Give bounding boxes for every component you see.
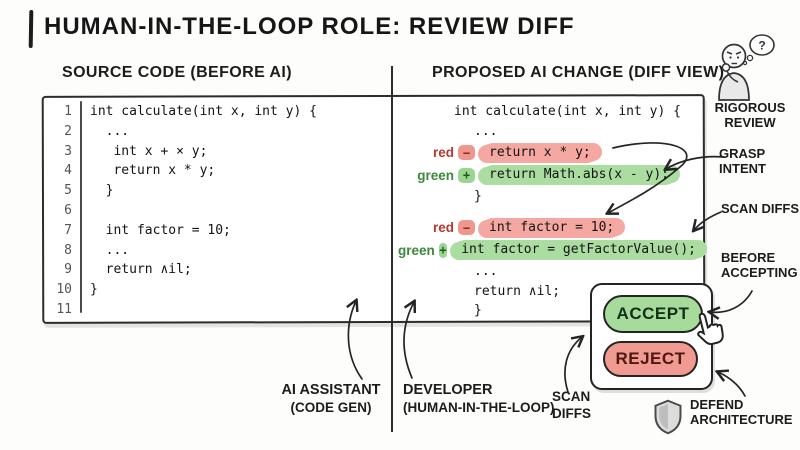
line-number-separator <box>80 101 82 313</box>
minus-icon: − <box>458 145 475 161</box>
note-defend-architecture: DEFEND ARCHITECTURE <box>690 397 793 427</box>
code-line <box>90 201 317 221</box>
thinking-person-icon: ? <box>718 34 775 101</box>
thought-bubble <box>749 34 775 56</box>
code-line: int calculate(int x, int y) { <box>454 104 681 119</box>
code-line: } <box>90 183 114 199</box>
shield-icon <box>654 399 682 435</box>
diff-label: red <box>432 145 454 161</box>
label-ai-assistant: AI ASSISTANT (CODE GEN) <box>281 382 381 415</box>
panel-divider <box>391 66 393 432</box>
review-panel: ACCEPT REJECT <box>590 283 713 390</box>
line-number: 6 <box>64 202 72 218</box>
line-number: 10 <box>56 282 72 298</box>
line-number: 1 <box>64 104 72 119</box>
accept-button[interactable]: ACCEPT <box>603 295 703 333</box>
person-eye <box>729 56 732 59</box>
diff-label: green <box>398 242 435 258</box>
label-scan-diffs: SCAN DIFFS <box>552 389 591 421</box>
code-line: } <box>474 303 482 319</box>
note-before-accepting: BEFORE ACCEPTING <box>721 250 798 280</box>
diff-code: int factor = 10; <box>481 218 623 237</box>
line-number: 3 <box>64 143 72 159</box>
line-number: 2 <box>64 123 72 139</box>
diff-row-added: green+ return Math.abs(x - y); <box>398 164 704 187</box>
hand-cursor-icon <box>697 312 724 346</box>
label-developer: DEVELOPER (HUMAN-IN-THE-LOOP) <box>403 382 555 415</box>
code-line: ... <box>474 263 498 279</box>
title-accent-bar <box>28 9 34 49</box>
source-code: int calculate(int x, int y) { ... int x … <box>90 102 317 320</box>
plus-icon: + <box>438 242 448 258</box>
code-line: } <box>90 282 98 298</box>
shield-shade <box>659 404 668 430</box>
code-line: return ∧il; <box>90 262 192 278</box>
code-line: int calculate(int x, int y) { <box>90 104 317 119</box>
note-scan-diffs: SCAN DIFFS <box>721 201 799 216</box>
diff-row-removed: red−return x * y; <box>398 142 704 165</box>
reject-button[interactable]: REJECT <box>603 341 698 377</box>
diff-panel-header: PROPOSED AI CHANGE (DIFF VIEW) <box>432 64 725 81</box>
diff-row-removed: red−int factor = 10; <box>398 217 704 240</box>
page-title: HUMAN-IN-THE-LOOP ROLE: REVIEW DIFF <box>44 13 575 40</box>
person-body <box>718 72 750 101</box>
code-line: return ∧il; <box>474 283 561 299</box>
diff-row-added: green+ int factor = getFactorValue(); <box>398 239 704 262</box>
code-line: ... <box>90 123 130 139</box>
code-line: ... <box>474 123 498 139</box>
diff-code: int factor = getFactorValue(); <box>453 241 704 260</box>
line-number: 11 <box>56 301 72 317</box>
person-hand-on-chin <box>721 63 731 72</box>
diff-code: return Math.abs(x - y); <box>481 166 678 185</box>
person-head <box>721 43 747 69</box>
bubble-dot <box>746 54 754 62</box>
person-brows <box>726 51 742 55</box>
line-number: 4 <box>64 163 72 179</box>
note-rigorous-review: RIGOROUS REVIEW <box>714 100 786 130</box>
code-line: } <box>474 188 482 204</box>
person-eye <box>736 56 740 59</box>
code-line <box>90 300 317 320</box>
code-line: int x + × y; <box>90 143 208 159</box>
line-number-column: 1 2 3 4 5 6 7 8 9 10 11 <box>46 102 72 320</box>
code-line: ... <box>90 242 130 258</box>
source-panel-header: SOURCE CODE (BEFORE AI) <box>62 64 292 81</box>
diff-label: red <box>432 220 454 236</box>
diff-view: int calculate(int x, int y) {...red−retu… <box>398 102 704 321</box>
diff-label: green <box>417 167 454 183</box>
note-grasp-intent: GRASP INTENT <box>719 146 766 176</box>
person-arm <box>726 70 739 83</box>
diff-spacer <box>398 207 704 217</box>
line-number: 9 <box>64 262 72 278</box>
line-number: 7 <box>64 222 72 238</box>
arrow-defend-architecture <box>718 372 746 397</box>
cursor-hand-shape <box>697 312 724 346</box>
minus-icon: − <box>458 220 475 236</box>
thought-bubble-question: ? <box>758 39 765 53</box>
line-number: 5 <box>64 183 72 199</box>
code-line: int factor = 10; <box>90 222 231 238</box>
code-line: return x * y; <box>90 163 216 179</box>
diff-code: return x * y; <box>481 143 599 162</box>
line-number: 8 <box>64 242 72 258</box>
plus-icon: + <box>458 167 475 183</box>
